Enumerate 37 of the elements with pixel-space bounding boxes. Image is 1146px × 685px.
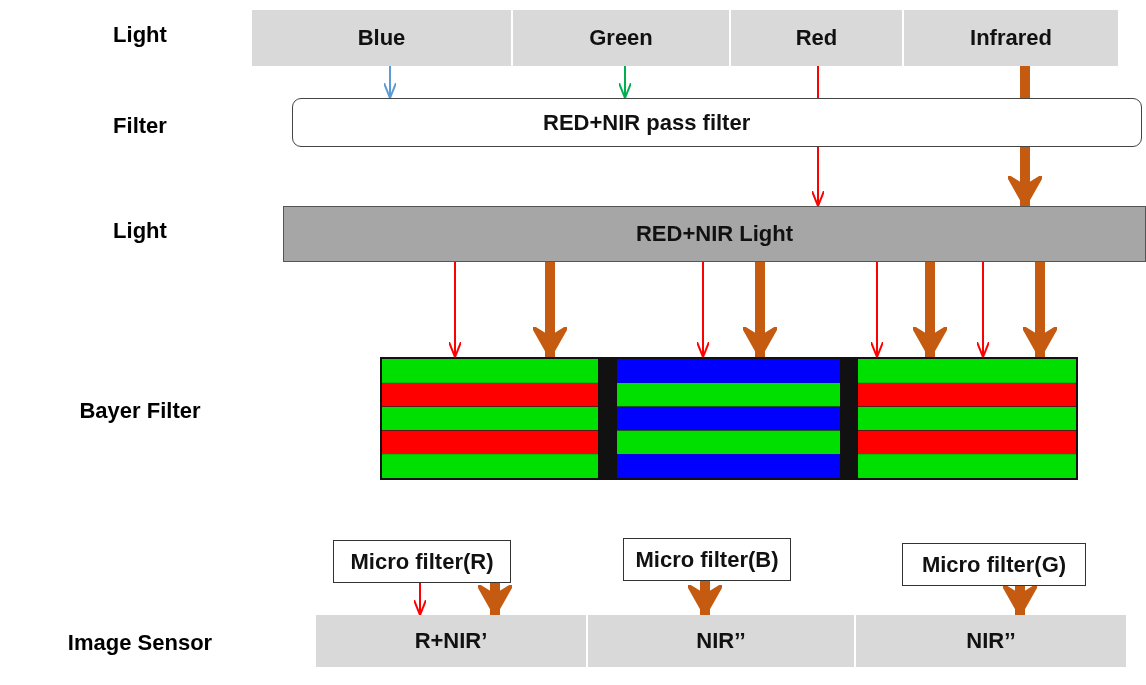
arrow [618, 65, 632, 99]
light-band-cell: Green [513, 10, 729, 66]
filter-box: RED+NIR pass filter [292, 98, 1142, 147]
light-band-cell: Red [731, 10, 902, 66]
micro-filter-box: Micro filter(G) [902, 543, 1086, 586]
light-band-cell: Blue [252, 10, 511, 66]
row-label: Light [112, 22, 168, 48]
micro-filter-box: Micro filter(R) [333, 540, 511, 583]
arrow [870, 261, 884, 358]
bayer-filter-block [615, 357, 856, 480]
row-label: Light [112, 218, 168, 244]
connector-line [817, 65, 819, 99]
arrow [686, 581, 724, 617]
arrow [1006, 147, 1044, 208]
bayer-filter-block [856, 357, 1078, 480]
arrow [383, 65, 397, 99]
micro-filter-box: Micro filter(B) [623, 538, 791, 581]
arrow [1021, 262, 1059, 359]
arrow [448, 261, 462, 358]
row-label: Filter [112, 113, 168, 139]
arrow [696, 261, 710, 358]
row-label: Image Sensor [66, 630, 214, 656]
sensor-cell: R+NIR’ [316, 615, 586, 667]
light-band: RED+NIR Light [283, 206, 1146, 262]
arrow [741, 262, 779, 359]
arrow [976, 261, 990, 358]
arrow [476, 583, 514, 617]
arrow [911, 262, 949, 359]
bayer-filter-block [380, 357, 615, 480]
row-label: Bayer Filter [78, 398, 202, 424]
sensor-cell: NIR’’ [588, 615, 854, 667]
light-band-cell: Infrared [904, 10, 1118, 66]
connector-line [1020, 66, 1030, 98]
sensor-cell: NIR’’ [856, 615, 1126, 667]
arrow [811, 146, 825, 207]
arrow [531, 262, 569, 359]
arrow [413, 582, 427, 616]
